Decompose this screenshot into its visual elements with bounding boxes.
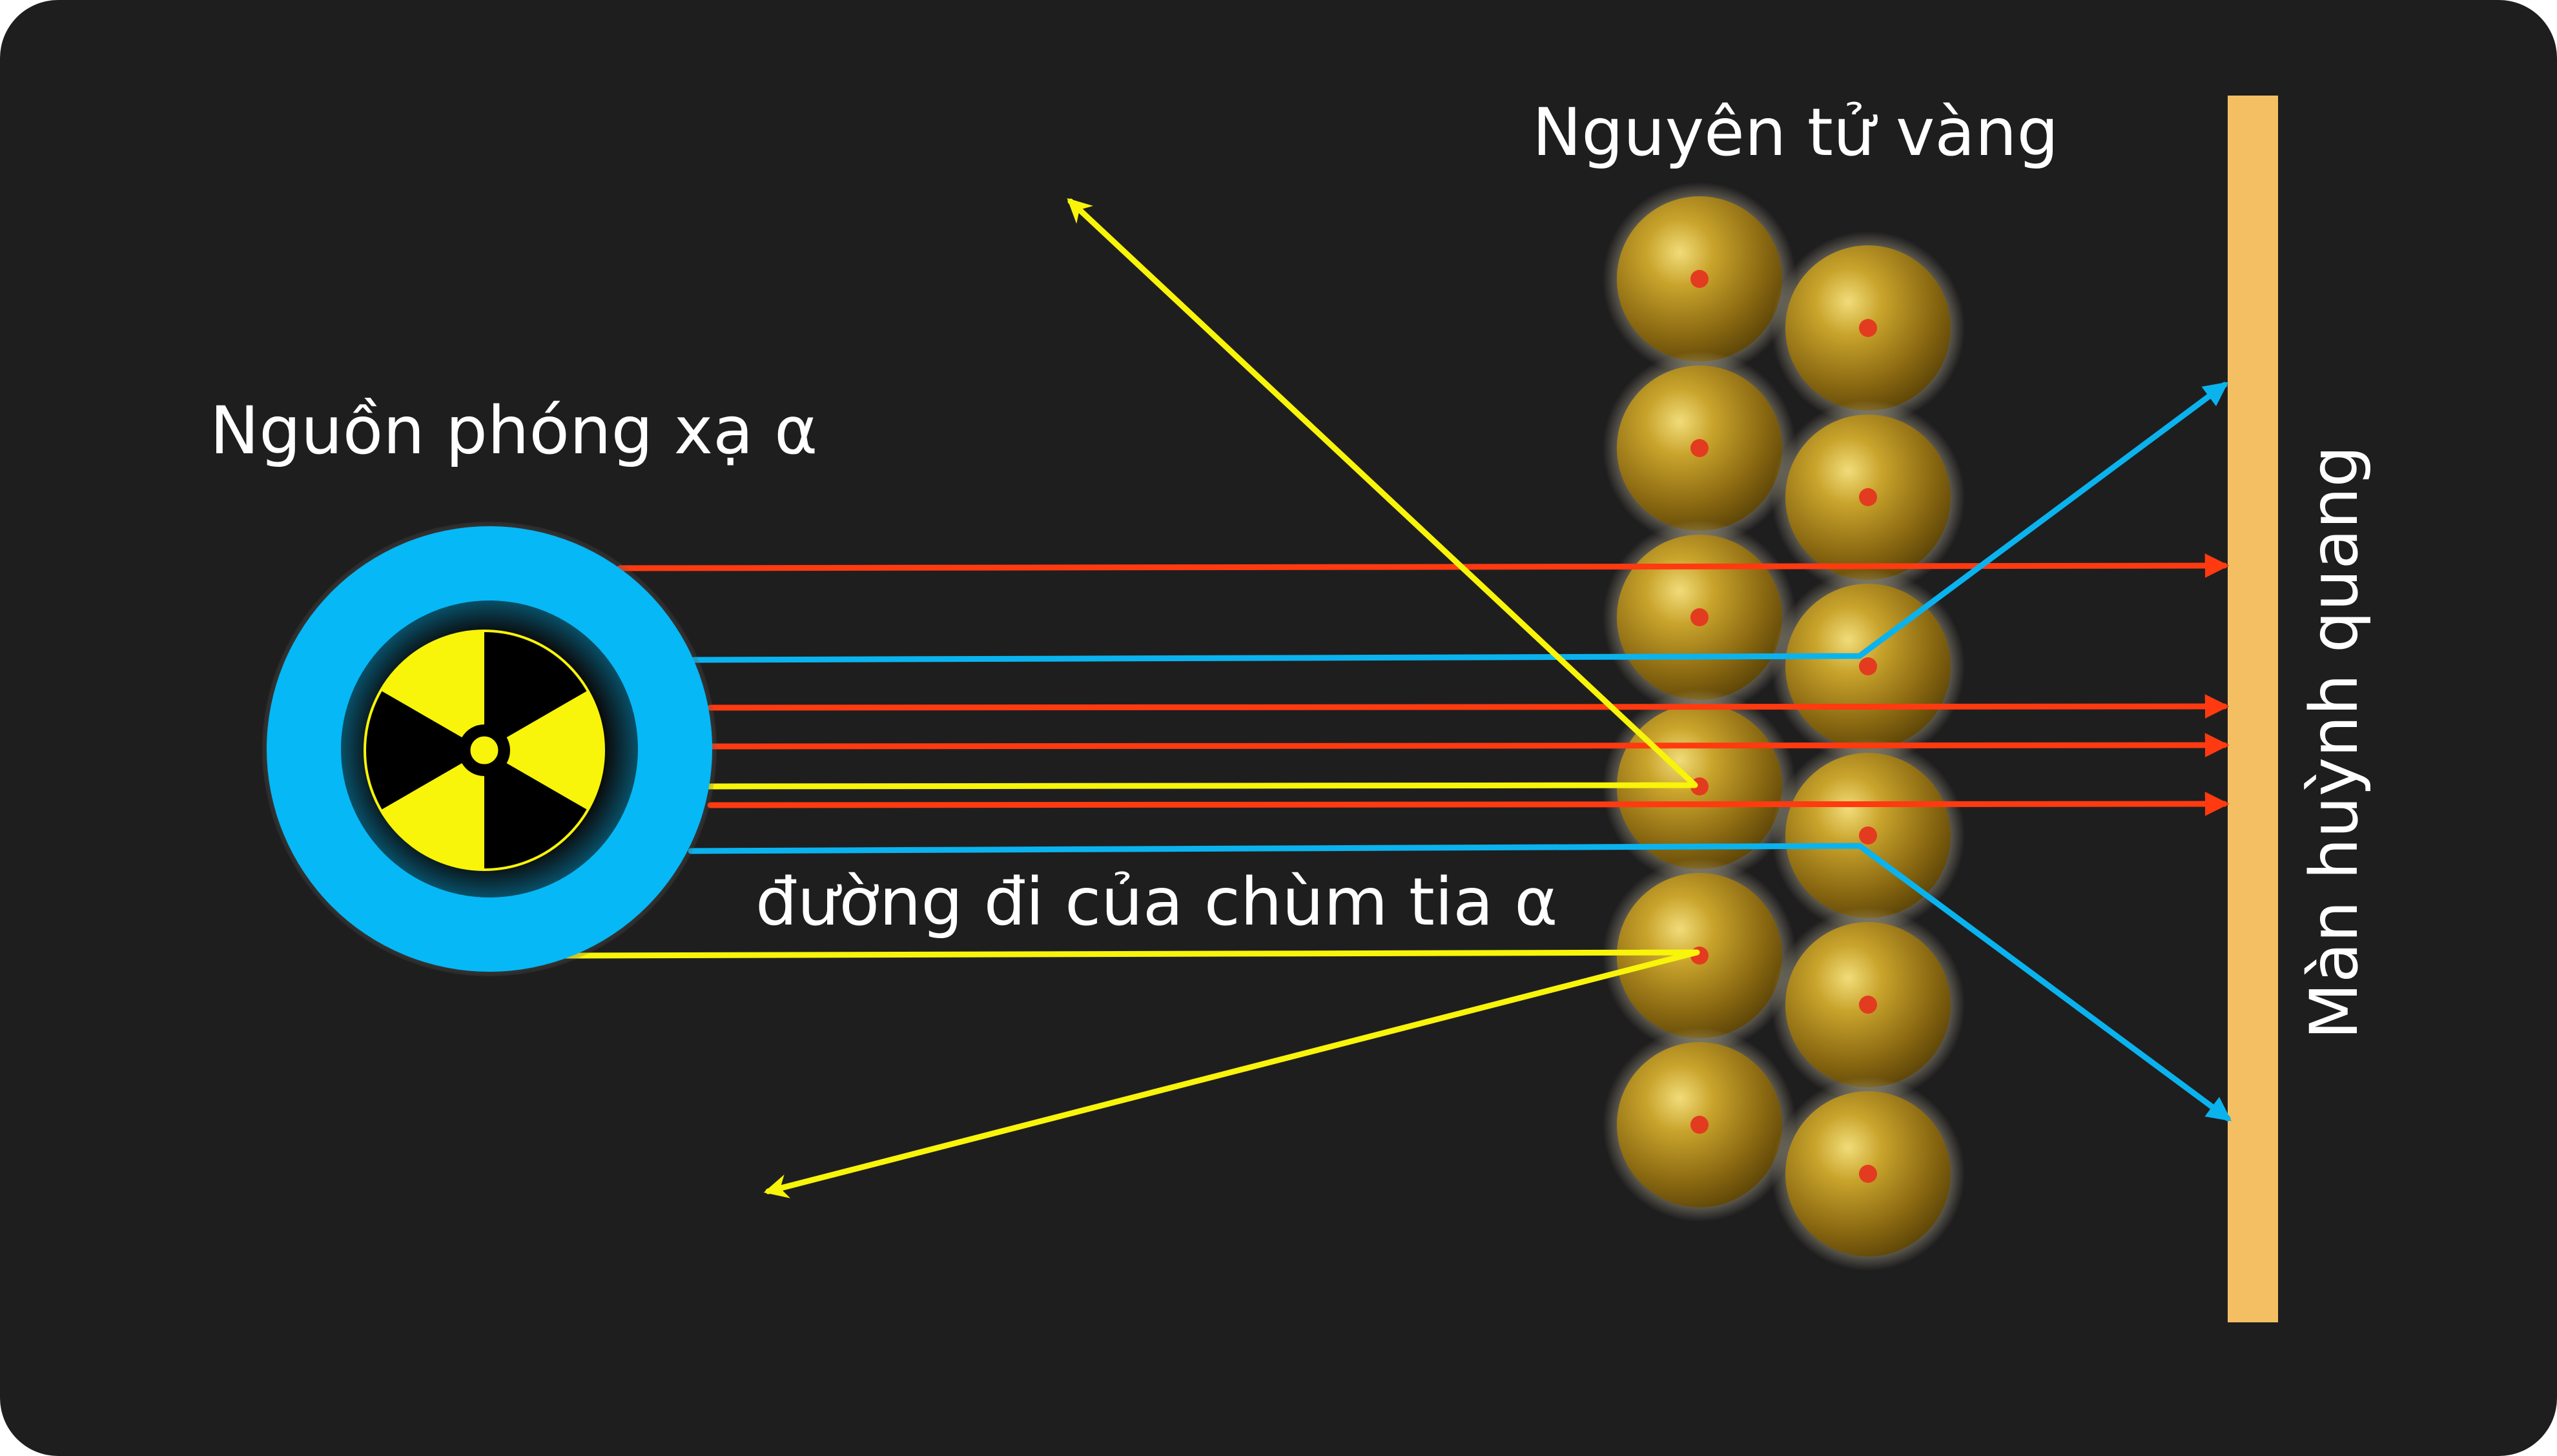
ray-passing-4 <box>707 792 2230 816</box>
gold-nucleus <box>1690 270 1709 288</box>
ray-passing-3 <box>707 733 2230 757</box>
gold-atom <box>1771 739 1965 932</box>
radioactive-source <box>262 522 717 976</box>
ray-backscatter-down <box>559 949 1700 1198</box>
ray-passing-1 <box>617 553 2230 578</box>
gold-atom <box>1603 1028 1796 1222</box>
gold-nucleus <box>1859 826 1877 845</box>
gold-nucleus <box>1859 657 1877 675</box>
gold-atom <box>1603 859 1796 1052</box>
source-label: Nguồn phóng xạ α <box>210 393 817 469</box>
gold-atom <box>1603 182 1796 376</box>
gold-nucleus <box>1859 319 1877 337</box>
gold-atom <box>1771 908 1965 1102</box>
screen-label: Màn huỳnh quang <box>2296 446 2373 1040</box>
gold-atom <box>1603 520 1796 714</box>
fluorescent-screen <box>2228 96 2278 1322</box>
gold-atom <box>1771 231 1965 425</box>
gold-nucleus <box>1859 1165 1877 1183</box>
radiation-trefoil-icon <box>364 630 605 871</box>
atoms-label: Nguyên tử vàng <box>1532 94 2059 171</box>
gold-nucleus <box>1690 608 1709 626</box>
gold-atom <box>1771 1077 1965 1271</box>
gold-atom <box>1771 400 1965 594</box>
beam-label: đường đi của chùm tia α <box>755 864 1557 941</box>
gold-nucleus <box>1690 1116 1709 1134</box>
ray-backscatter-up <box>704 198 1698 790</box>
gold-nucleus <box>1859 996 1877 1014</box>
gold-atom <box>1603 351 1796 545</box>
ray-deflected-down <box>688 843 2232 1122</box>
ray-passing-2 <box>707 694 2230 719</box>
ray-deflected-up <box>691 382 2229 663</box>
alpha-ray-paths <box>559 198 2232 1198</box>
gold-nucleus <box>1690 439 1709 457</box>
gold-nucleus <box>1859 488 1877 506</box>
